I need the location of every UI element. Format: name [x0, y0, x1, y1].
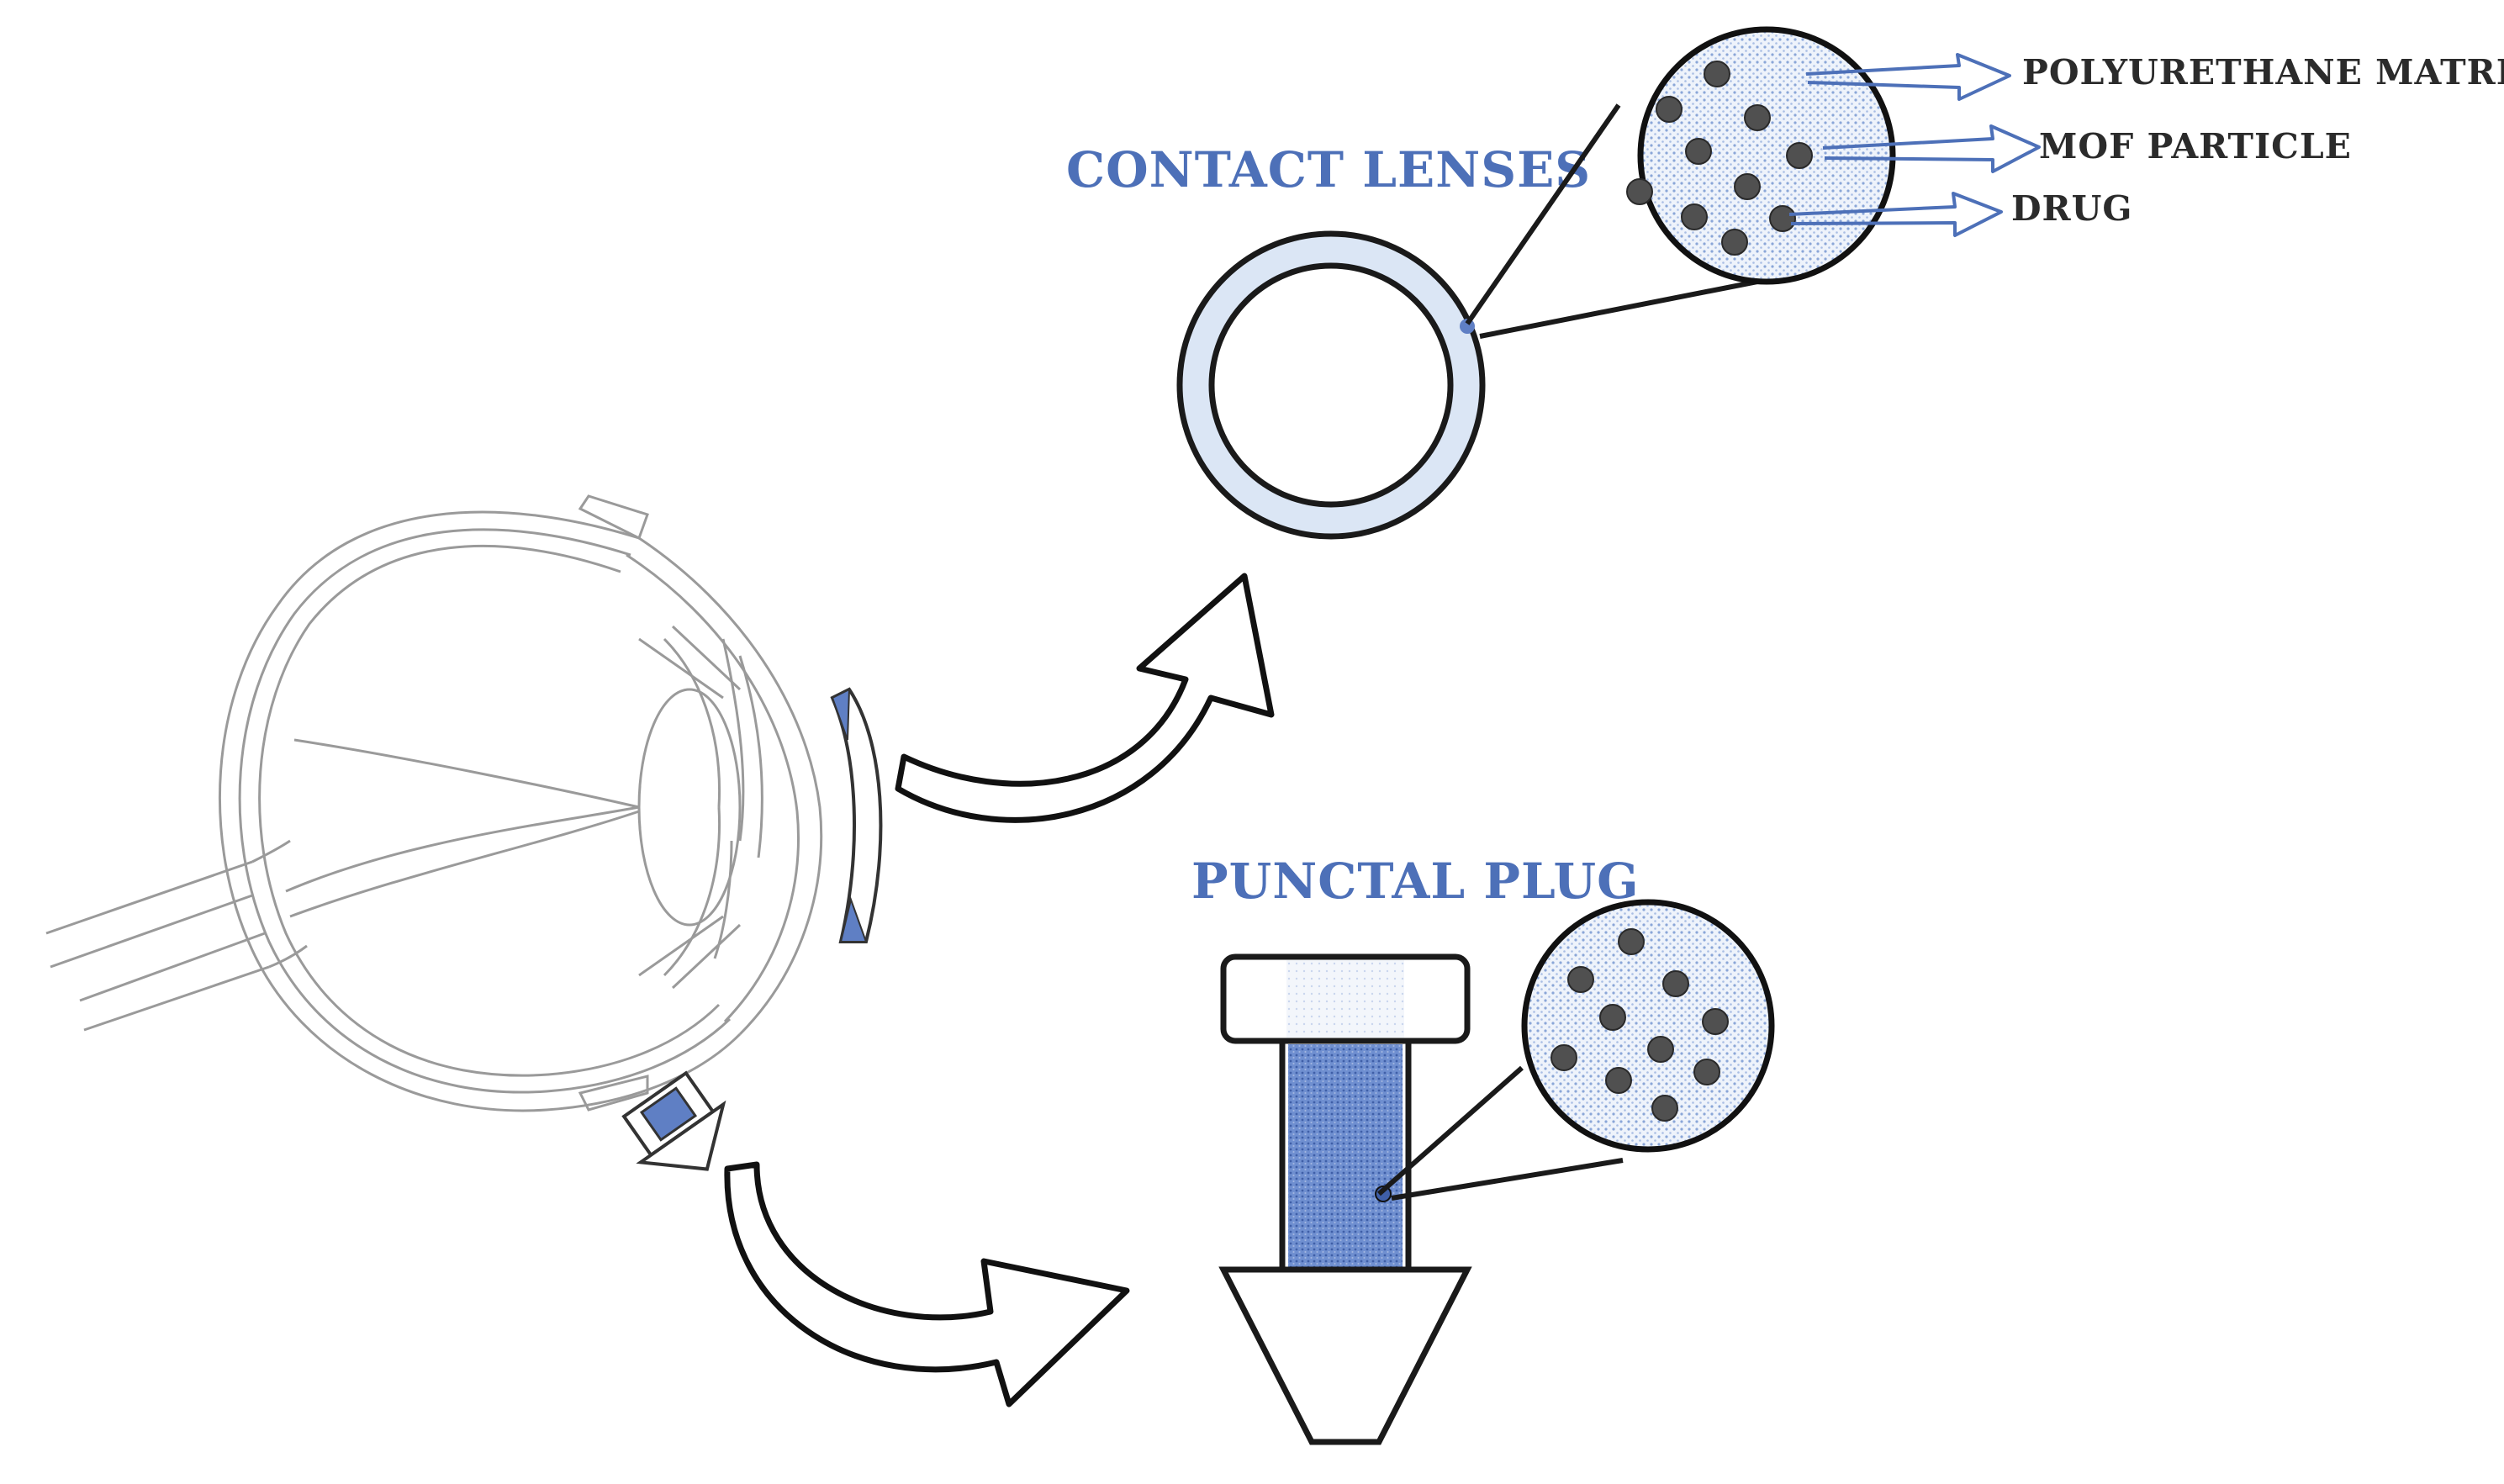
zoom-line-plug — [1377, 1065, 1624, 1201]
eye-cross-section — [45, 494, 883, 1171]
mof-particle-label: MOF PARTICLE — [2039, 126, 2352, 166]
plug-magnified-matrix — [1521, 899, 1775, 1153]
contact-lenses-title: CONTACT LENSES — [1066, 141, 1591, 198]
mof-pointer-arrow — [1822, 124, 2041, 173]
lens-magnified-matrix — [1626, 26, 1896, 285]
matrix-pointer-arrow — [1805, 53, 2011, 101]
plug-mof-particles — [1550, 928, 1729, 1122]
polyurethane-matrix-label: POLYURETHANE MATRIX — [2022, 52, 2504, 92]
drug-pointer-arrow — [1788, 192, 2003, 237]
zoom-line-lens — [1465, 103, 1758, 339]
lens-mof-particles — [1626, 61, 1813, 256]
punctal-plug-title: PUNCTAL PLUG — [1191, 853, 1640, 910]
arrow-to-contact-lens — [895, 573, 1275, 823]
arrow-to-punctal-plug — [724, 1161, 1130, 1407]
punctal-plug — [1218, 953, 1472, 1445]
drug-label: DRUG — [2011, 188, 2132, 229]
contact-lens — [1176, 230, 1486, 540]
